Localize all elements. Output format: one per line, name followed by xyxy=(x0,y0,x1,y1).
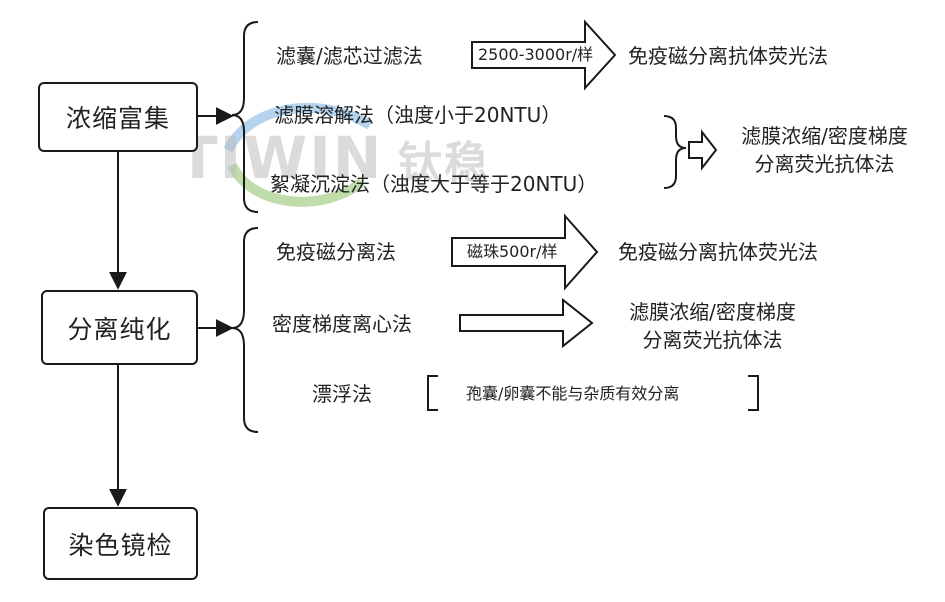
method-filter: 滤囊/滤芯过滤法 xyxy=(276,44,423,68)
density-result-line1: 滤膜浓缩/密度梯度 xyxy=(629,300,796,324)
brace-concentrate xyxy=(231,21,259,213)
flotation-note: 孢囊/卵囊不能与杂质有效分离 xyxy=(466,384,680,403)
block-arrow-filter xyxy=(471,19,617,91)
step-separate-box: 分离纯化 xyxy=(41,290,198,365)
watermark-swoosh-green xyxy=(227,162,366,207)
step-stain-box: 染色镜检 xyxy=(43,507,198,580)
brace-right-group xyxy=(663,115,687,189)
brace-separate xyxy=(231,227,259,433)
method-flotation: 漂浮法 xyxy=(312,382,372,406)
method-density: 密度梯度离心法 xyxy=(272,312,412,336)
method-ims: 免疫磁分离法 xyxy=(276,240,396,264)
group-result-line1: 滤膜浓缩/密度梯度 xyxy=(741,124,908,148)
density-result-line2: 分离荧光抗体法 xyxy=(642,328,783,352)
ims-condition: 磁珠500r/样 xyxy=(467,242,558,261)
method-flocculation: 絮凝沉淀法（浊度大于等于20NTU） xyxy=(270,172,598,196)
block-arrow-group xyxy=(688,129,718,171)
block-arrow-density xyxy=(459,297,594,349)
watermark-swoosh-blue xyxy=(223,102,373,153)
step-concentrate-label: 浓缩富集 xyxy=(65,104,170,133)
step-concentrate-box: 浓缩富集 xyxy=(38,82,198,152)
watermark-brand: TIWIN xyxy=(178,124,384,192)
method-membrane: 滤膜溶解法（浊度小于20NTU） xyxy=(274,103,562,127)
step-stain-label: 染色镜检 xyxy=(68,530,173,560)
block-arrow-ims xyxy=(451,213,599,291)
bracket-left-flotation xyxy=(427,375,438,411)
watermark-brand-cn: 钛稳 xyxy=(398,138,490,189)
ims-result: 免疫磁分离抗体荧光法 xyxy=(618,240,818,264)
bracket-right-flotation xyxy=(748,375,759,411)
step-separate-label: 分离纯化 xyxy=(67,314,172,344)
filter-condition: 2500-3000r/样 xyxy=(478,45,594,64)
filter-result: 免疫磁分离抗体荧光法 xyxy=(628,44,828,68)
group-result-line2: 分离荧光抗体法 xyxy=(754,152,895,176)
